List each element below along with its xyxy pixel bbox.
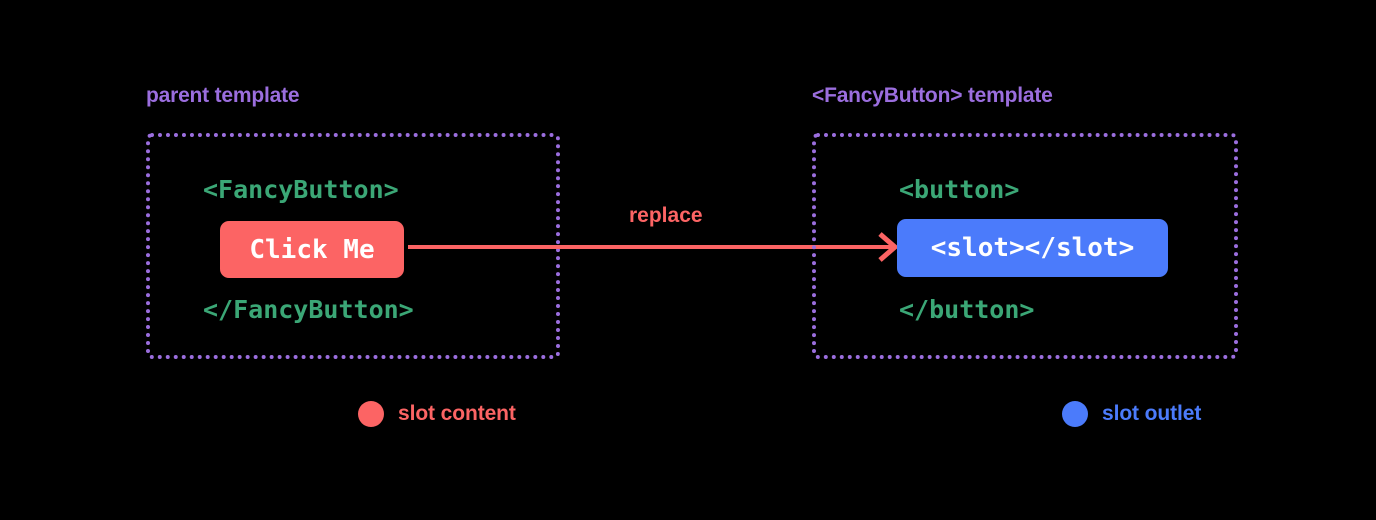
legend-item-slot-outlet: slot outlet [1062,401,1201,427]
slot-outlet-pill: <slot></slot> [897,219,1168,277]
fancybutton-template-box [812,133,1238,359]
code-close-fancybutton: </FancyButton> [203,295,414,324]
arrow-label-replace: replace [629,204,703,227]
legend-label-slot-outlet: slot outlet [1102,402,1202,425]
circle-icon [1062,401,1088,427]
parent-template-title: parent template [146,84,300,107]
code-open-fancybutton: <FancyButton> [203,175,399,204]
code-open-button: <button> [899,175,1020,204]
code-close-button: </button> [899,295,1035,324]
legend-item-slot-content: slot content [358,401,516,427]
slot-content-pill: Click Me [220,221,404,278]
legend-label-slot-content: slot content [398,402,516,425]
arrow-head-icon [878,232,899,262]
arrow-line [408,245,894,249]
fancybutton-template-title: <FancyButton> template [812,84,1053,107]
circle-icon [358,401,384,427]
